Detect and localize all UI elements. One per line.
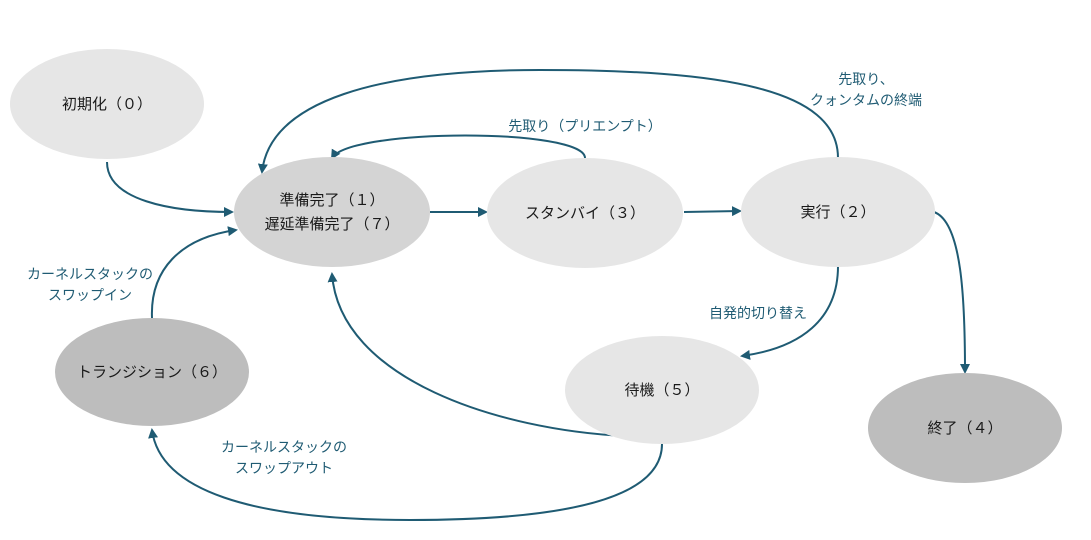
node-init-label: 初期化（０） bbox=[62, 95, 152, 113]
edge-running-to-waiting bbox=[740, 265, 839, 360]
node-waiting-label: 待機（５） bbox=[624, 381, 699, 399]
node-ready-label-line1: 準備完了（１） bbox=[279, 191, 384, 209]
node-transition-label: トランジション（６） bbox=[77, 363, 227, 381]
node-standby-shape bbox=[487, 158, 683, 268]
edge-running-to-ready-quantum bbox=[257, 68, 839, 174]
edge-standby-to-ready-preempt bbox=[330, 134, 586, 160]
node-standby-label: スタンバイ（３） bbox=[525, 204, 645, 222]
edge-standby-to-running bbox=[683, 206, 742, 217]
edge-label-preempt-quantum-line1: 先取り、 bbox=[838, 72, 893, 88]
node-transition-shape bbox=[55, 318, 249, 426]
edge-waiting-to-ready bbox=[327, 272, 626, 437]
node-standby: スタンバイ（３） bbox=[487, 158, 683, 268]
node-waiting-shape bbox=[565, 336, 759, 444]
node-waiting: 待機（５） bbox=[565, 336, 759, 444]
node-running-label: 実行（２） bbox=[800, 203, 875, 221]
edge-running-to-terminated bbox=[933, 211, 970, 374]
node-init-shape bbox=[10, 49, 204, 159]
node-ready-shape bbox=[234, 157, 430, 267]
node-terminated-shape bbox=[868, 373, 1062, 483]
node-running: 実行（２） bbox=[741, 157, 935, 267]
edge-init-to-ready bbox=[106, 161, 234, 217]
edge-label-stack-swap-in-line2: スワップイン bbox=[48, 288, 132, 304]
node-transition: トランジション（６） bbox=[55, 318, 249, 426]
node-running-shape bbox=[741, 157, 935, 267]
edge-label-preempt-standby: 先取り（プリエンプト） bbox=[508, 119, 662, 135]
edge-label-voluntary-switch: 自発的切り替え bbox=[709, 306, 807, 322]
edge-transition-to-ready bbox=[150, 226, 238, 319]
node-terminated: 終了（４） bbox=[868, 373, 1062, 483]
node-ready: 準備完了（１） 遅延準備完了（７） bbox=[234, 157, 430, 267]
edge-waiting-to-transition bbox=[148, 428, 663, 522]
edge-label-preempt-quantum-line2: クォンタムの終端 bbox=[810, 93, 922, 109]
edge-label-stack-swap-in-line1: カーネルスタックの bbox=[27, 267, 153, 283]
edge-label-stack-swap-out-line1: カーネルスタックの bbox=[221, 440, 347, 456]
node-ready-label-line2: 遅延準備完了（７） bbox=[264, 215, 399, 233]
edge-label-stack-swap-out-line2: スワップアウト bbox=[235, 461, 333, 477]
node-init: 初期化（０） bbox=[10, 49, 204, 159]
node-terminated-label: 終了（４） bbox=[927, 419, 1002, 437]
